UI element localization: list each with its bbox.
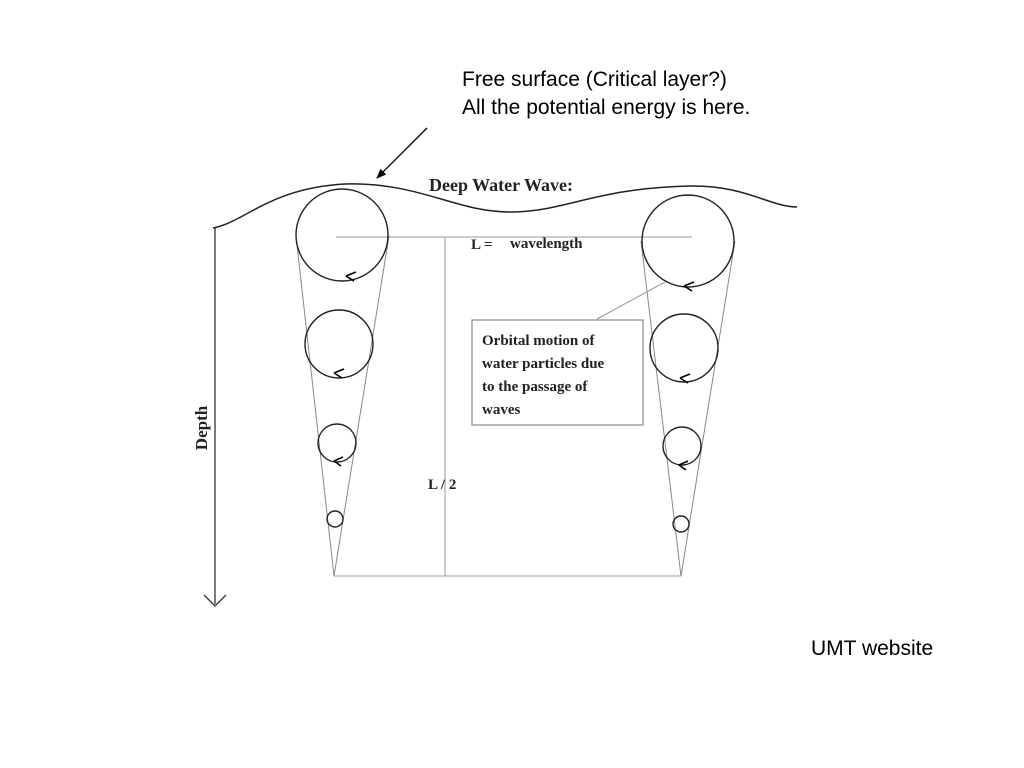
annotation-arrow [376, 127, 428, 179]
annotation-line-2: All the potential energy is here. [462, 96, 751, 119]
orbit-circle [295, 188, 389, 282]
wavelength-word: wavelength [510, 236, 583, 252]
right-orbit-column [640, 194, 736, 577]
depth-label: Depth [192, 405, 211, 450]
orbit-direction-arrow-icon [333, 368, 345, 379]
free-surface-wave [212, 183, 798, 229]
source-credit: UMT website [811, 637, 934, 660]
orbit-circle [672, 515, 690, 533]
orbit-circle [649, 313, 719, 383]
callout-leader-line [596, 281, 666, 320]
orbit-direction-arrow-icon [678, 460, 689, 471]
diagram-title: Deep Water Wave: [429, 175, 573, 195]
callout-box [471, 319, 644, 426]
orbit-circle [662, 426, 702, 466]
orbit-direction-arrow-icon [679, 373, 691, 384]
orbit-circle [304, 309, 374, 379]
orbit-circle [641, 194, 735, 288]
callout-line-4: waves [482, 402, 520, 418]
callout-line-1: Orbital motion of [482, 333, 595, 349]
orbit-circle [326, 510, 344, 528]
orbit-circle [317, 423, 357, 463]
left-orbit-column [295, 188, 390, 577]
callout-line-3: to the passage of [482, 379, 588, 395]
callout-line-2: water particles due [482, 356, 605, 372]
orbit-direction-arrow-icon [683, 281, 695, 292]
free-surface-annotation: Free surface (Critical layer?) All the p… [462, 66, 750, 122]
wavelength-symbol: L = [471, 237, 492, 253]
orbit-direction-arrow-icon [345, 271, 357, 282]
depth-axis [203, 228, 227, 607]
half-wavelength-label: L / 2 [428, 477, 456, 493]
annotation-line-1: Free surface (Critical layer?) [462, 68, 727, 91]
orbit-direction-arrow-icon [333, 456, 344, 467]
